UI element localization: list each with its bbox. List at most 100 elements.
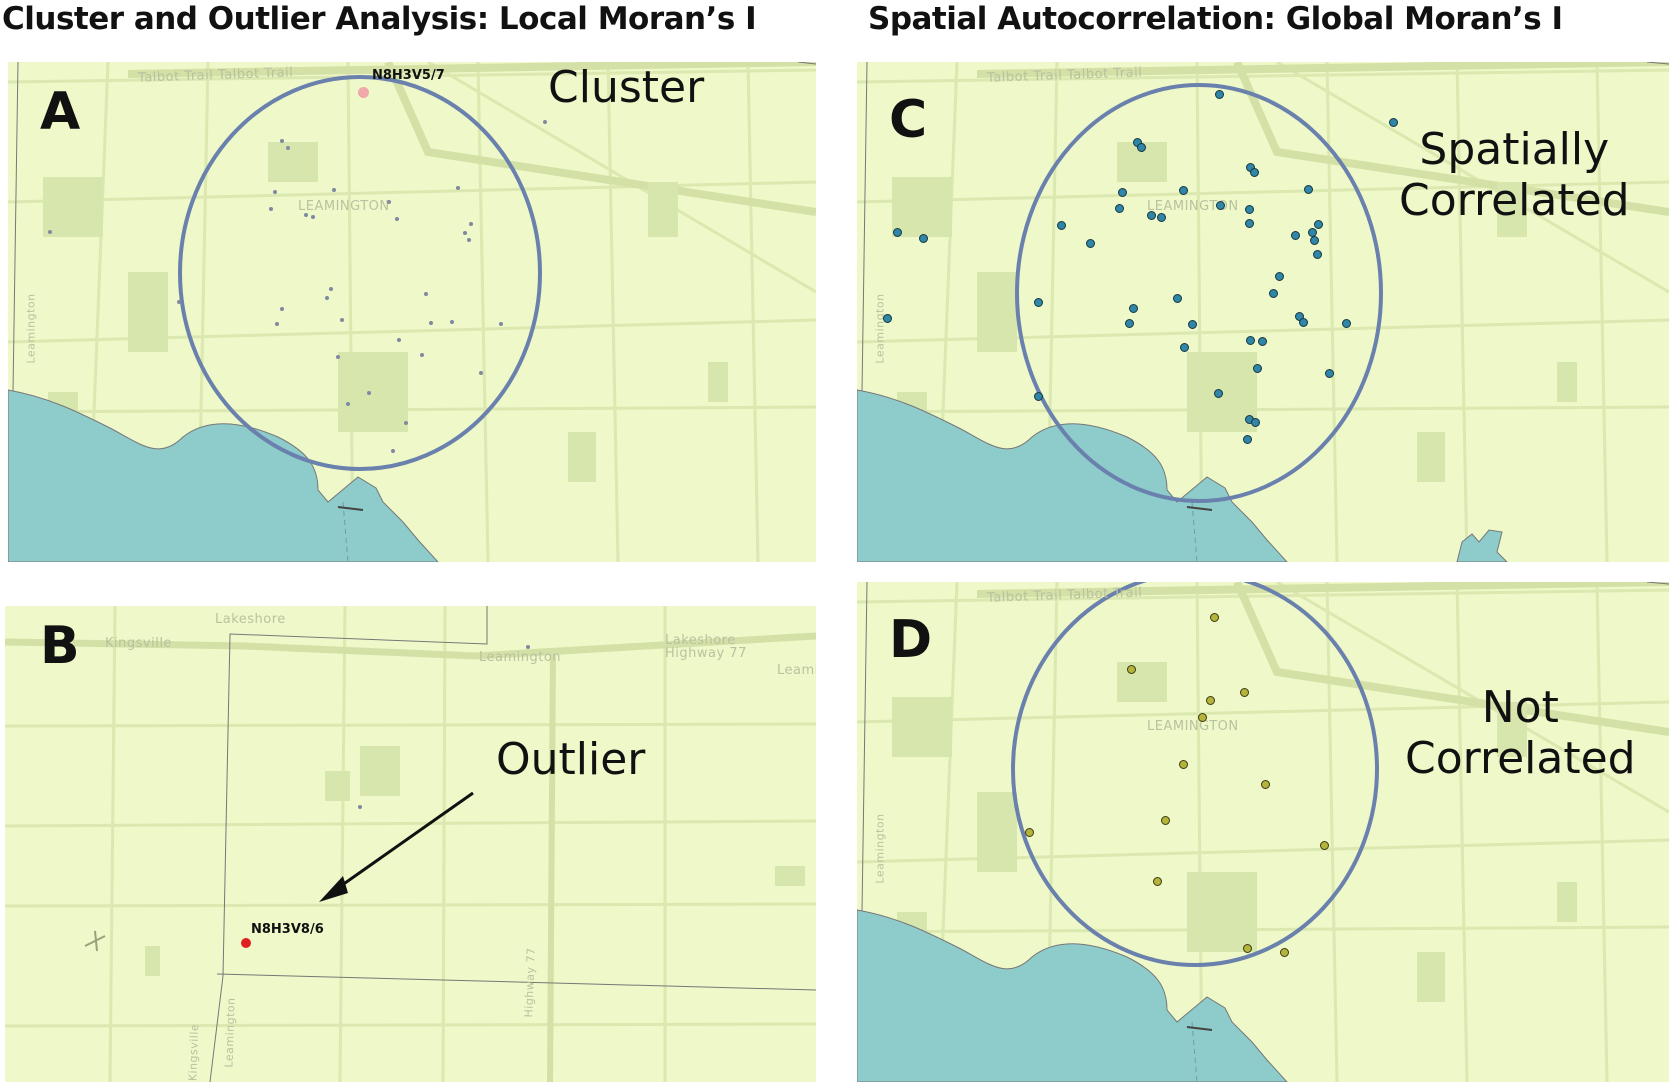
data-point [280,139,284,143]
postal-code-label-b: N8H3V8/6 [251,922,324,937]
town-label-leamington: LEAMINGTON [1147,719,1239,734]
data-point [1124,318,1134,328]
data-point [1205,695,1215,705]
data-point [918,233,928,243]
data-point [526,645,530,649]
right-section-title: Spatial Autocorrelation: Global Moran’s … [868,1,1563,37]
spatially-correlated-annotation: Spatially Correlated [1399,124,1630,227]
panel-letter-a: A [40,82,81,142]
data-point [1312,249,1322,259]
data-point [48,230,52,234]
base-map-b [5,606,816,1082]
data-point [1257,336,1267,346]
data-point [1252,363,1262,373]
data-point [456,186,460,190]
data-point [280,307,284,311]
data-point [1117,187,1127,197]
not-correlated-annotation: Not Correlated [1405,682,1636,785]
data-point [1197,712,1207,722]
data-point [1152,876,1162,886]
data-point [1244,218,1254,228]
data-point [1187,319,1197,329]
data-point [273,190,277,194]
place-label-lakeshore: Lakeshore [215,612,286,627]
annotation-line: Not [1481,682,1559,733]
data-point [269,207,273,211]
data-point [336,355,340,359]
data-point [1279,947,1289,957]
place-label-leamington: Leamin [777,663,816,678]
data-point [1160,815,1170,825]
map-panel-b: Lakeshore Lakeshore Kingsville Leamingto… [5,606,816,1082]
annotation-line: Correlated [1399,175,1630,227]
data-point [1242,943,1252,953]
data-point [275,322,279,326]
place-label-lakeshore: Lakeshore [665,633,736,648]
data-point [1249,167,1259,177]
data-point [1156,212,1166,222]
data-point [404,421,408,425]
place-label-kingsville: Kingsville [105,636,172,651]
data-point [1033,297,1043,307]
data-point [1128,303,1138,313]
outlier-annotation: Outlier [496,734,646,785]
panel-letter-b: B [40,616,80,676]
town-label-leamington: LEAMINGTON [298,199,390,214]
data-point [429,321,433,325]
data-point [1245,335,1255,345]
data-point [1298,317,1308,327]
data-point [1214,89,1224,99]
data-point [1303,184,1313,194]
data-point [391,449,395,453]
postal-code-label-a: N8H3V5/7 [372,68,445,83]
data-point [1242,434,1252,444]
data-point [1178,759,1188,769]
road-label-leamington: Leamington [222,997,238,1068]
data-point [1250,417,1260,427]
data-point [1179,342,1189,352]
base-map-d [857,582,1669,1082]
data-point [1268,288,1278,298]
panel-letter-c: C [889,90,928,150]
data-point [1309,235,1319,245]
data-point [1274,271,1284,281]
data-point [1260,779,1270,789]
data-point [311,215,315,219]
data-point [1290,230,1300,240]
data-point [1215,200,1225,210]
data-point [892,227,902,237]
road-label-highway-77: Highway 77 [522,947,538,1018]
annotation-line: Correlated [1405,733,1636,785]
map-panel-c: Talbot Trail Talbot Trail LEAMINGTON Lea… [857,62,1669,562]
data-point [1319,840,1329,850]
left-section-title: Cluster and Outlier Analysis: Local Mora… [2,1,757,37]
road-label-leamington: Leamington [873,813,887,884]
data-point [1178,185,1188,195]
data-point [424,292,428,296]
data-point [1239,687,1249,697]
data-point [467,238,471,242]
data-point [1172,293,1182,303]
data-point [543,120,547,124]
outlier-point [241,938,251,948]
data-point [340,318,344,322]
data-point [1146,210,1156,220]
data-point [325,296,329,300]
panel-letter-d: D [889,610,933,670]
road-label-leamington: Leamington [24,293,38,364]
data-point [1324,368,1334,378]
data-point [1085,238,1095,248]
data-point [1313,219,1323,229]
data-point [420,353,424,357]
place-label-leamington: Leamington [479,650,562,665]
data-point [469,222,473,226]
road-label-highway-77: Highway 77 [665,646,747,661]
data-point [1341,318,1351,328]
cluster-annotation: Cluster [548,62,705,113]
road-label-leamington: Leamington [873,293,887,364]
data-point [479,371,483,375]
data-point [463,231,467,235]
data-point [882,313,892,323]
data-point [329,287,333,291]
data-point [450,320,454,324]
